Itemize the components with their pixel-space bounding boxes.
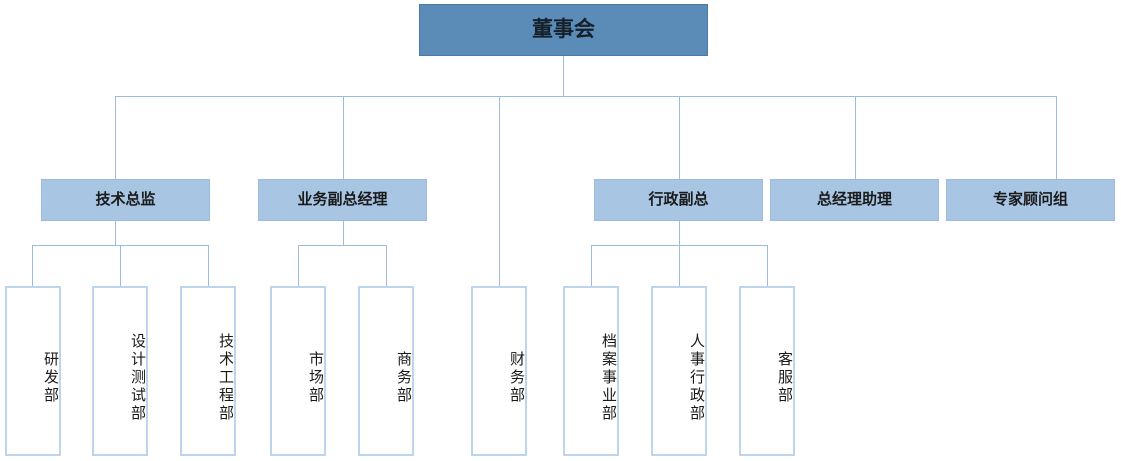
connector-business-bus (298, 245, 386, 246)
connector-root-bus (115, 96, 1056, 97)
node-archive-business-dept[interactable]: 档案事业部 (563, 286, 619, 456)
connector-business-to-commerce (386, 245, 387, 286)
connector-bus-to-gm-assistant (855, 96, 856, 179)
connector-tech-stem (115, 221, 116, 245)
node-expert-group[interactable]: 专家顾问组 (946, 179, 1115, 221)
connector-bus-to-admin-vp (679, 96, 680, 179)
node-board-of-directors[interactable]: 董事会 (419, 4, 708, 56)
connector-tech-to-design-test (120, 245, 121, 286)
connector-bus-to-tech-director (115, 96, 116, 179)
node-business-vp[interactable]: 业务副总经理 (258, 179, 427, 221)
node-rd-dept[interactable]: 研发部 (5, 286, 61, 456)
node-tech-engineering-dept[interactable]: 技术工程部 (180, 286, 236, 456)
connector-admin-to-hr (679, 245, 680, 286)
connector-admin-to-archive (591, 245, 592, 286)
connector-root-stem (563, 56, 564, 96)
connector-admin-to-customer-service (767, 245, 768, 286)
node-finance-dept[interactable]: 财务部 (471, 286, 527, 456)
node-gm-assistant[interactable]: 总经理助理 (770, 179, 939, 221)
connector-bus-to-expert-group (1056, 96, 1057, 179)
connector-tech-to-engineering (208, 245, 209, 286)
connector-bus-to-business-vp (343, 96, 344, 179)
connector-business-stem (343, 221, 344, 245)
node-market-dept[interactable]: 市场部 (270, 286, 326, 456)
node-admin-vp[interactable]: 行政副总 (594, 179, 763, 221)
node-customer-service-dept[interactable]: 客服部 (739, 286, 795, 456)
node-hr-admin-dept[interactable]: 人事行政部 (651, 286, 707, 456)
node-tech-director[interactable]: 技术总监 (41, 179, 210, 221)
connector-business-to-market (298, 245, 299, 286)
connector-tech-to-rd (32, 245, 33, 286)
node-commerce-dept[interactable]: 商务部 (358, 286, 414, 456)
connector-admin-stem (679, 221, 680, 245)
connector-bus-to-finance-dept (499, 96, 500, 286)
node-design-test-dept[interactable]: 设计测试部 (92, 286, 148, 456)
